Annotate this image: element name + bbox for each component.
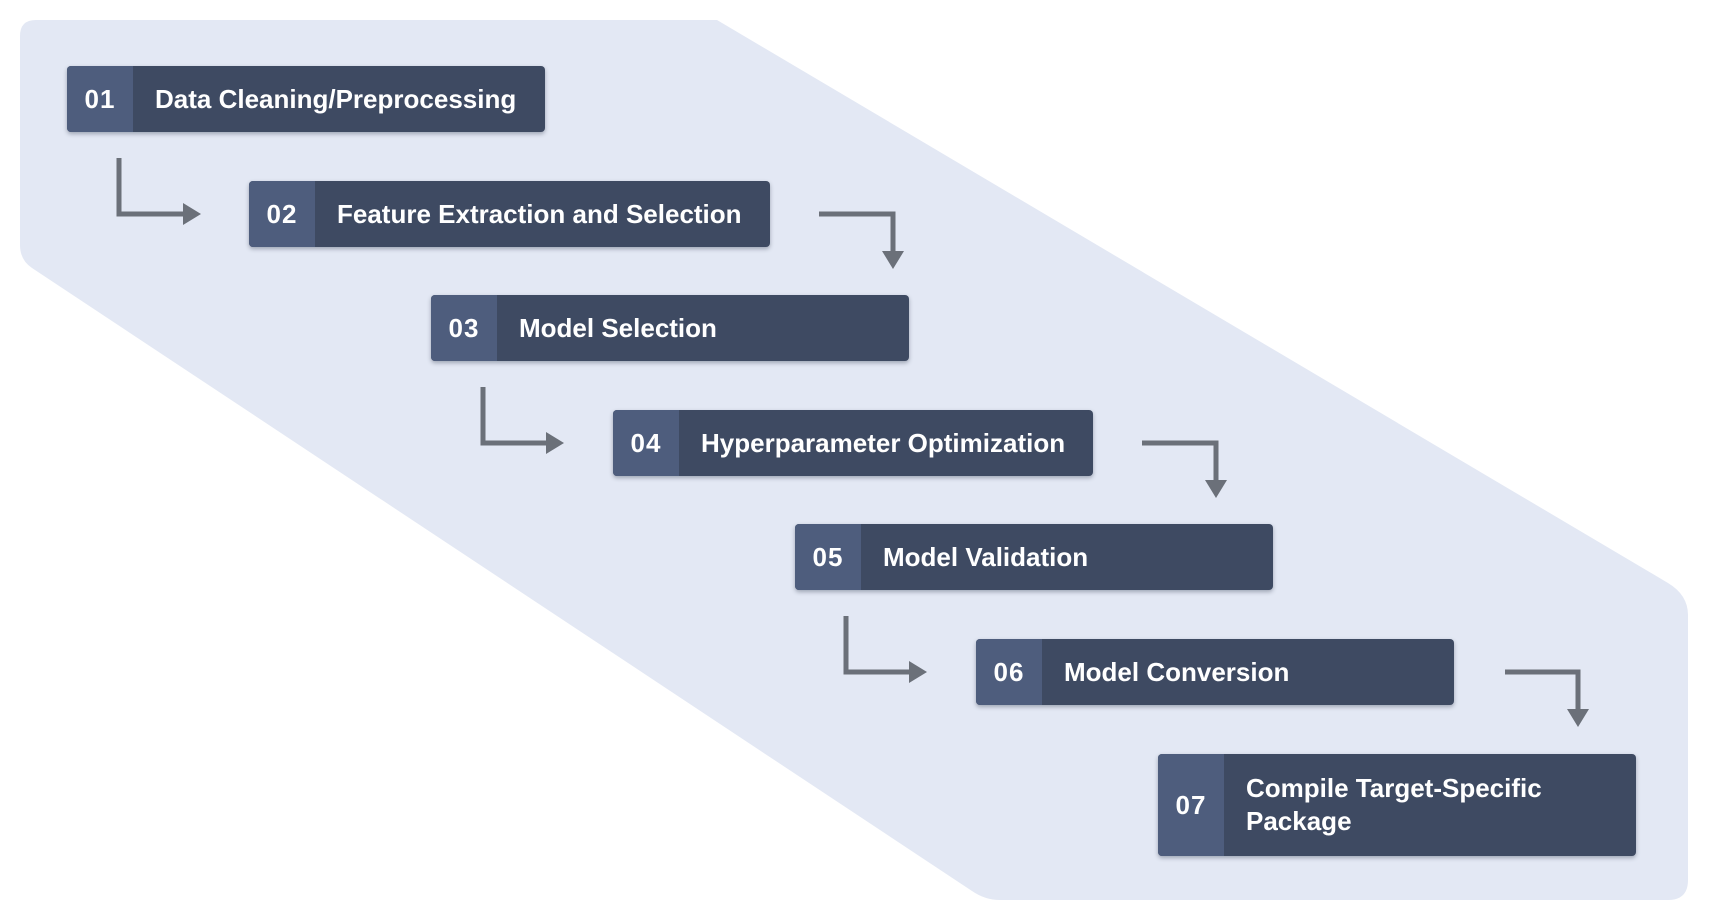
step-number: 01 [67, 66, 133, 132]
step-02: 02 Feature Extraction and Selection [249, 181, 770, 247]
step-05: 05 Model Validation [795, 524, 1273, 590]
step-number: 02 [249, 181, 315, 247]
step-07: 07 Compile Target-Specific Package [1158, 754, 1636, 856]
step-04: 04 Hyperparameter Optimization [613, 410, 1093, 476]
step-03: 03 Model Selection [431, 295, 909, 361]
step-label: Hyperparameter Optimization [701, 427, 1066, 458]
step-01: 01 Data Cleaning/Preprocessing [67, 66, 545, 132]
step-label: Model Conversion [1064, 656, 1290, 687]
step-number: 06 [976, 639, 1042, 705]
step-number: 04 [613, 410, 679, 476]
step-number: 05 [795, 524, 861, 590]
step-label: Feature Extraction and Selection [337, 198, 742, 229]
step-label: Compile Target-Specific Package [1246, 773, 1542, 836]
step-number: 03 [431, 295, 497, 361]
step-06: 06 Model Conversion [976, 639, 1454, 705]
step-label: Model Selection [519, 312, 717, 343]
step-label: Model Validation [883, 541, 1089, 572]
step-label: Data Cleaning/Preprocessing [155, 83, 517, 114]
step-number: 07 [1158, 754, 1224, 856]
